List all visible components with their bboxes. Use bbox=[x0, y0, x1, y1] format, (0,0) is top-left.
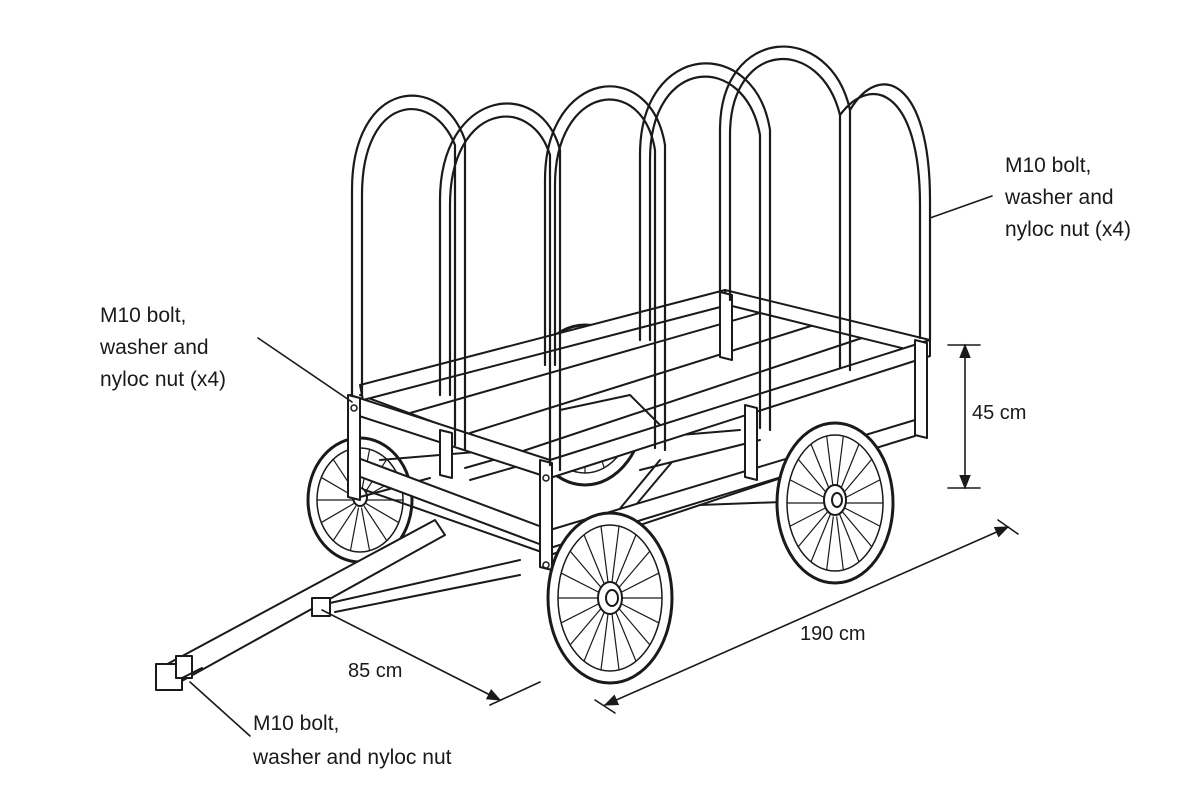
length-dimension-label: 190 cm bbox=[800, 623, 866, 645]
frame-callout-line-1: M10 bolt, bbox=[100, 304, 186, 327]
wheel-spoke bbox=[789, 507, 827, 527]
tow-callout-line-2: washer and nyloc nut bbox=[252, 746, 452, 769]
wheel-spoke bbox=[569, 550, 603, 590]
tow-callout-line-1: M10 bolt, bbox=[253, 712, 339, 735]
wheel-spoke bbox=[826, 435, 834, 490]
wheel-spoke bbox=[843, 507, 881, 527]
wheel-spoke bbox=[363, 505, 388, 541]
wheel-spoke bbox=[365, 502, 400, 524]
frame-callout-line-2: washer and bbox=[99, 336, 209, 359]
wheel-spoke bbox=[843, 479, 881, 499]
wheel-spoke bbox=[569, 606, 603, 646]
hoops-callout-line-1: M10 bolt, bbox=[1005, 154, 1091, 177]
length-dimension-line bbox=[603, 526, 1010, 706]
tow-callout: M10 bolt, washer and nyloc nut bbox=[252, 712, 452, 769]
wheel-spoke bbox=[583, 534, 606, 586]
frame-callout-line-3: nyloc nut (x4) bbox=[100, 368, 226, 391]
wheel-spoke bbox=[560, 602, 601, 624]
hoops-callout-line-3: nyloc nut (x4) bbox=[1005, 218, 1131, 241]
wheel-spoke bbox=[349, 507, 360, 551]
wheel-spoke bbox=[841, 458, 873, 495]
front-right-wheel bbox=[775, 421, 895, 585]
wheel-spoke bbox=[810, 443, 831, 492]
canopy-hoops bbox=[350, 45, 932, 472]
frame-leader-line bbox=[257, 337, 353, 403]
tow-leader-line bbox=[189, 681, 251, 737]
handle-dimension-label: 85 cm bbox=[348, 660, 402, 682]
wheel-spoke bbox=[836, 435, 844, 490]
handle-dimension-line bbox=[321, 609, 502, 701]
wheel-spoke bbox=[583, 610, 606, 662]
hoops-callout: M10 bolt, washer and nyloc nut (x4) bbox=[1004, 154, 1131, 241]
wheel-spoke bbox=[332, 505, 357, 541]
front-left-wheel bbox=[546, 511, 674, 685]
wheel-spoke bbox=[839, 443, 860, 492]
wheel-spoke bbox=[320, 502, 355, 524]
wheel-spoke bbox=[797, 458, 829, 495]
leader-lines bbox=[189, 195, 993, 737]
height-dimension-label: 45 cm bbox=[972, 402, 1026, 424]
frame-callout: M10 bolt, washer and nyloc nut (x4) bbox=[99, 304, 226, 391]
hoops-leader-line bbox=[929, 195, 993, 219]
wheel-spoke bbox=[560, 572, 601, 594]
wheel-spoke bbox=[360, 507, 371, 551]
hoops-callout-line-2: washer and bbox=[1004, 186, 1114, 209]
dimension-lines bbox=[321, 343, 1019, 714]
wheel-spoke bbox=[789, 479, 827, 499]
tow-bar bbox=[155, 519, 446, 691]
